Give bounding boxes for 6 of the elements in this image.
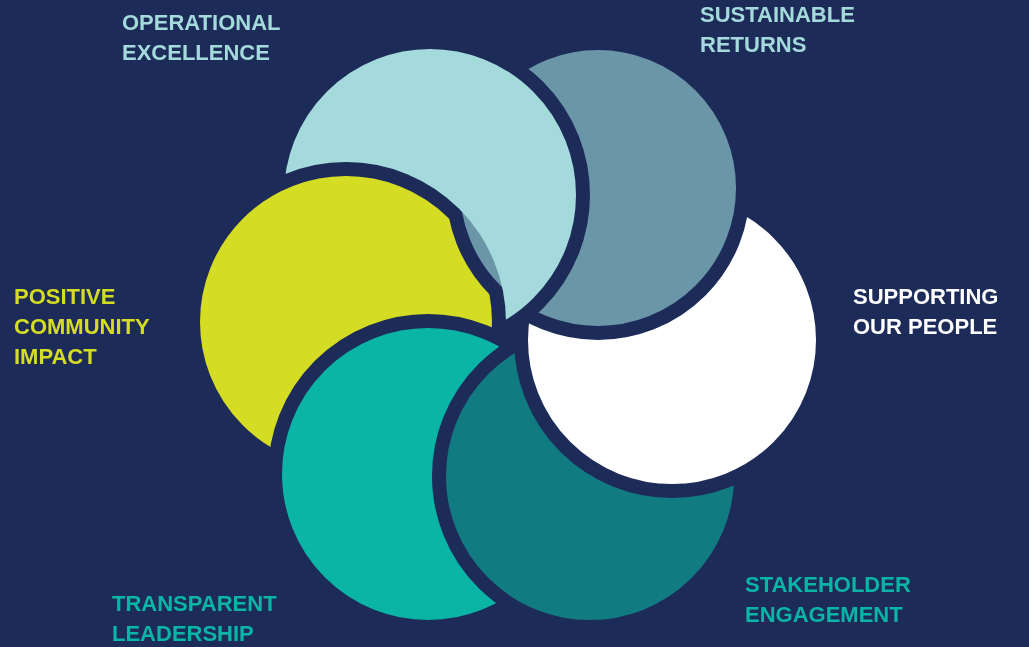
petal-label: OPERATIONAL EXCELLENCE bbox=[122, 9, 282, 67]
petal-label: STAKEHOLDER ENGAGEMENT bbox=[745, 571, 912, 629]
petal-label: TRANSPARENT LEADERSHIP bbox=[112, 590, 278, 647]
petal-label: POSITIVE COMMUNITY IMPACT bbox=[14, 283, 151, 371]
petal-label: SUSTAINABLE RETURNS bbox=[700, 1, 856, 59]
petal-label: SUPPORTING OUR PEOPLE bbox=[853, 283, 1000, 341]
